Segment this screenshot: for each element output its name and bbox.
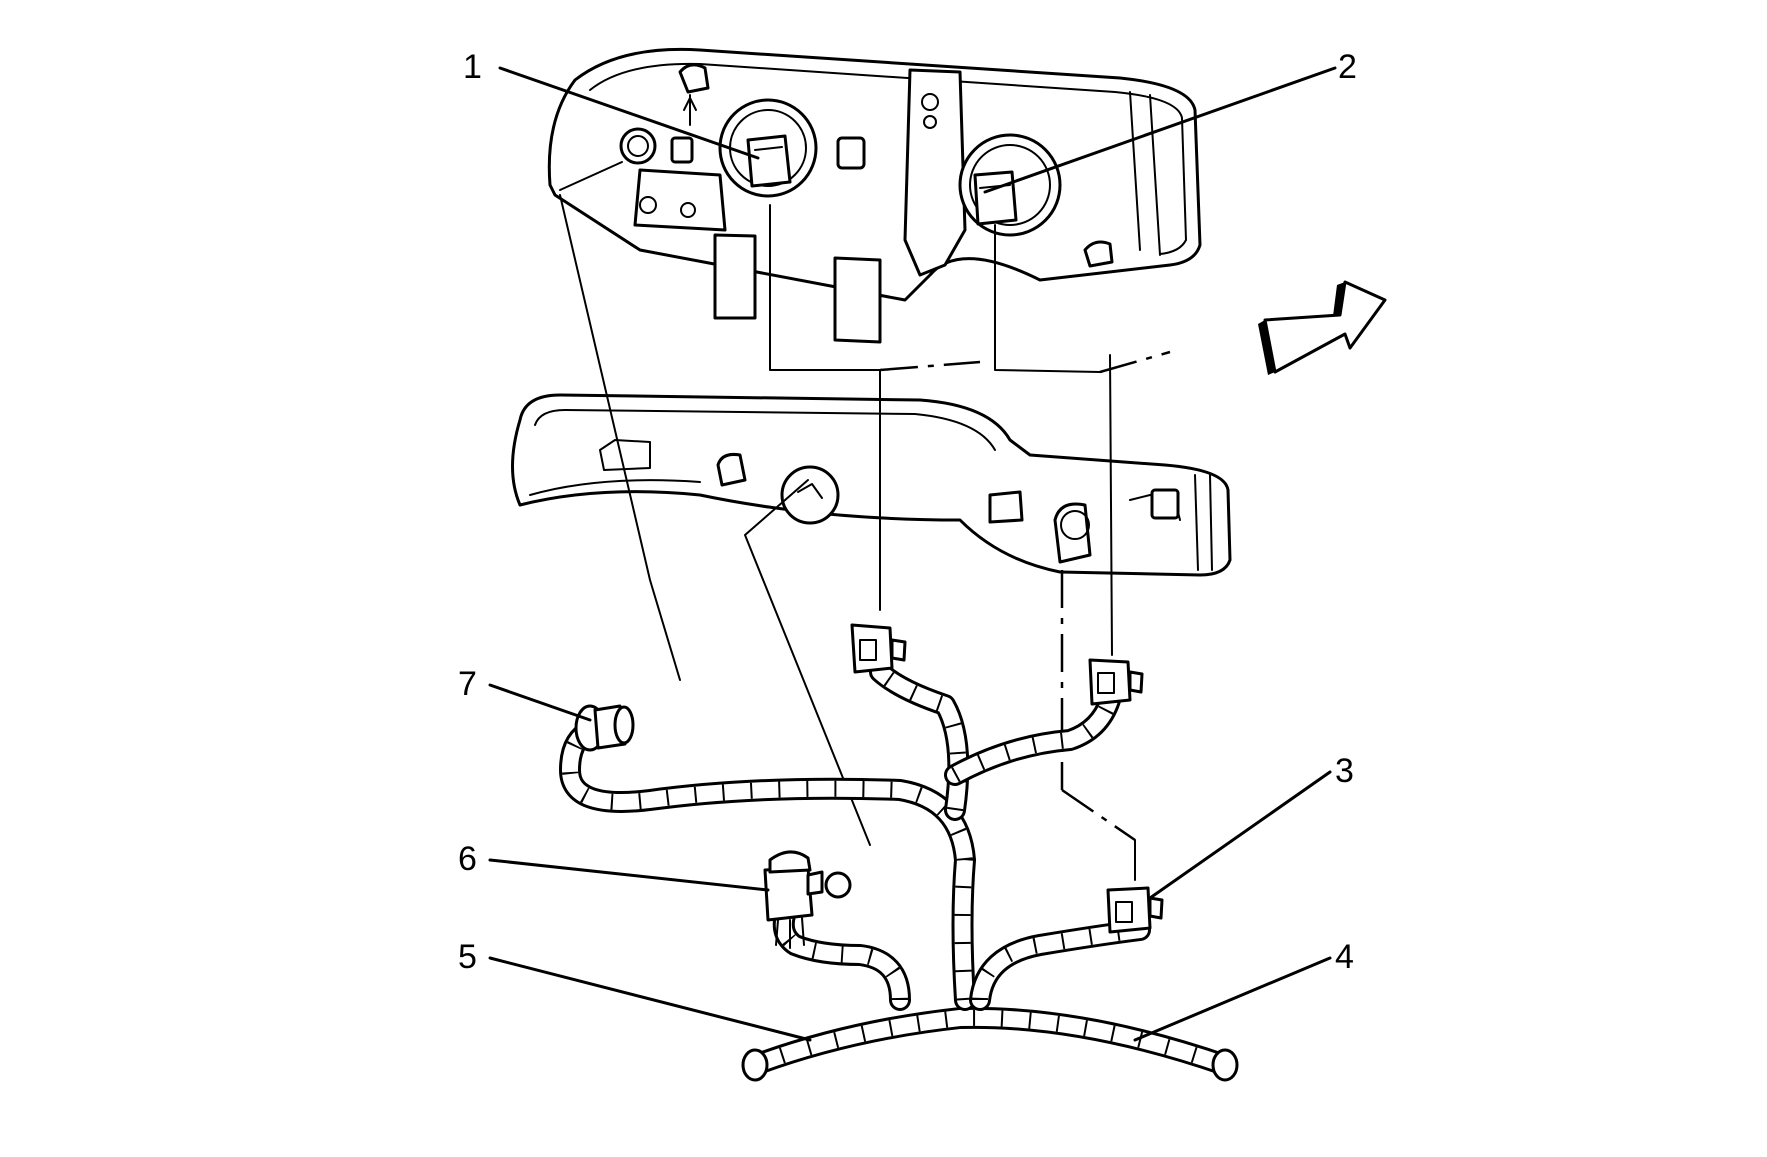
callout-4: 4 bbox=[1335, 938, 1354, 976]
callout-labels: 1 2 3 4 5 6 7 bbox=[458, 48, 1357, 976]
callout-leaders bbox=[488, 66, 1337, 1042]
grommet-connector-7 bbox=[574, 704, 635, 752]
harness-connector-upper-right bbox=[1088, 658, 1144, 706]
wiring-harness bbox=[559, 661, 1239, 1082]
callout-7: 7 bbox=[458, 665, 477, 703]
callout-2: 2 bbox=[1338, 48, 1357, 86]
park-turn-lamp-assembly bbox=[511, 393, 1232, 577]
connector-3 bbox=[1106, 886, 1164, 934]
callout-1: 1 bbox=[463, 48, 482, 86]
callout-3: 3 bbox=[1335, 752, 1354, 790]
forward-direction-arrow bbox=[1258, 280, 1387, 375]
callout-6: 6 bbox=[458, 840, 477, 878]
callout-5: 5 bbox=[458, 938, 477, 976]
harness-connector-upper-left bbox=[850, 623, 907, 674]
headlamp-assembly bbox=[547, 47, 1202, 344]
connectors bbox=[574, 623, 1164, 949]
connector-6 bbox=[763, 850, 852, 949]
alignment-guide-lines bbox=[559, 161, 1171, 881]
